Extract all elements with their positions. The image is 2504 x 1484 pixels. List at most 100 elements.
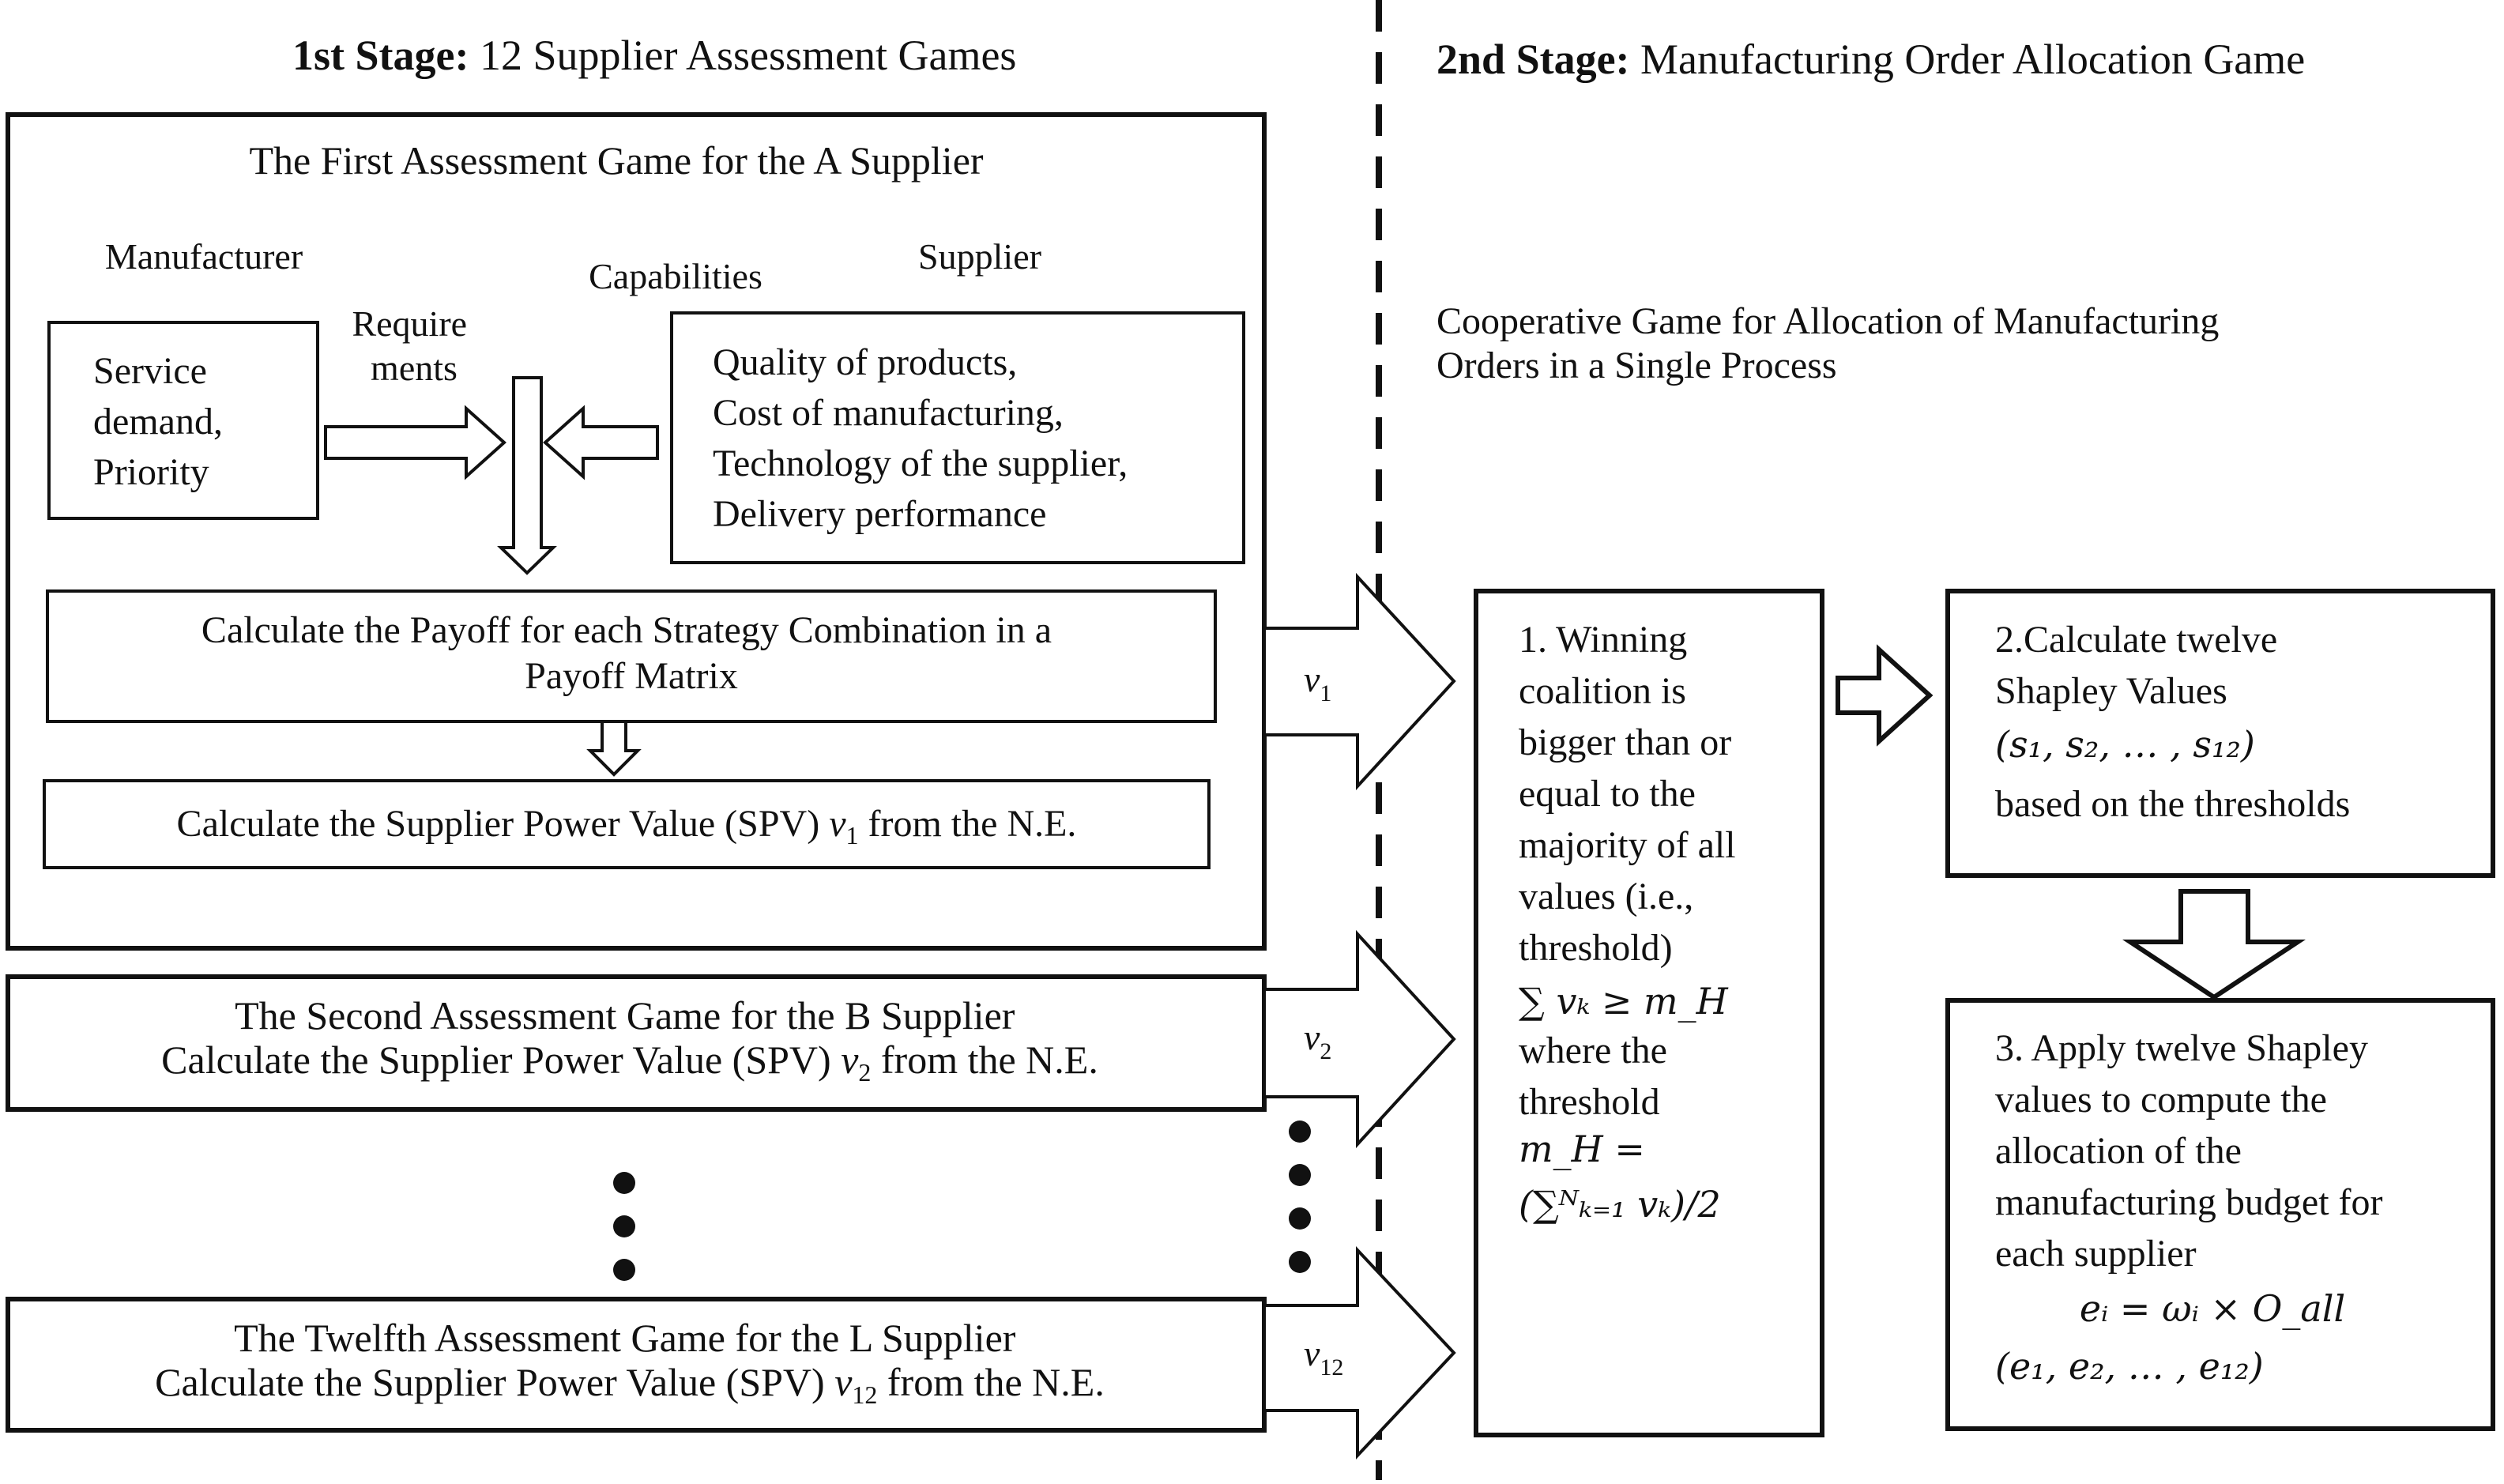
step2-box	[1945, 589, 2495, 878]
payoff-line-2: Payoff Matrix	[525, 655, 738, 697]
supplier-box	[670, 311, 1245, 564]
game2-tail: from the N.E.	[871, 1038, 1098, 1082]
spv-var: v	[829, 803, 846, 845]
stage1-header-rest: 12 Supplier Assessment Games	[469, 32, 1016, 79]
ellipsis-dot-left-2	[613, 1215, 635, 1237]
game12-tail: from the N.E.	[877, 1360, 1104, 1404]
arrow-v2-var: v	[1304, 1017, 1320, 1057]
manufacturer-label: Manufacturer	[105, 236, 303, 277]
game12-line-1: The Twelfth Assessment Game for the L Su…	[234, 1316, 1016, 1360]
payoff-line-1: Calculate the Payoff for each Strategy C…	[201, 609, 1052, 651]
arrow-v12-label: v12	[1304, 1333, 1343, 1380]
game12-sub: 12	[852, 1380, 877, 1409]
manufacturer-box-text: Service demand, Priority	[93, 350, 232, 493]
stage2-description-line-2: Orders in a Single Process	[1437, 345, 1837, 386]
arrow-v2-label: v2	[1304, 1017, 1331, 1064]
down-arrow-main	[497, 376, 557, 575]
game2-var: v	[841, 1038, 859, 1082]
arrow-v1-var: v	[1304, 659, 1320, 699]
ellipsis-dot-right-4	[1289, 1251, 1311, 1273]
capabilities-arrow	[543, 405, 659, 480]
step3-formula-1: eᵢ = ωᵢ × O_all	[2080, 1287, 2345, 1330]
step3-line-4: manufacturing budget for	[1995, 1181, 2383, 1223]
arrow-v1	[1263, 572, 1456, 791]
stage2-description-line-1: Cooperative Game for Allocation of Manuf…	[1437, 300, 2219, 342]
arrow-v12	[1263, 1245, 1456, 1460]
spv-text-main: Calculate the Supplier Power Value (SPV)	[177, 803, 830, 845]
step3-line-5: each supplier	[1995, 1233, 2197, 1275]
step3-box	[1945, 998, 2495, 1431]
step3-text: 3. Apply twelve Shapley values to comput…	[1995, 1027, 2393, 1275]
step1-line-2: coalition is	[1519, 670, 1686, 712]
arrow-v1-label: v1	[1304, 659, 1331, 706]
step3-formula-2: (e₁, e₂, … , e₁₂)	[1995, 1345, 2264, 1388]
arrow-v1-sub: 1	[1320, 680, 1331, 706]
step2-formula: (s₁, s₂, … , s₁₂)	[1995, 723, 2255, 766]
stage2-description: Cooperative Game for Allocation of Manuf…	[1437, 300, 2228, 386]
supplier-line-2: Cost of manufacturing,	[713, 392, 1064, 434]
manufacturer-line-2: demand,	[93, 401, 223, 443]
arrow-v12-var: v	[1304, 1333, 1320, 1373]
supplier-line-3: Technology of the supplier,	[713, 443, 1128, 484]
stage2-header: 2nd Stage: Manufacturing Order Allocatio…	[1437, 36, 2305, 83]
step2-line-2: Shapley Values	[1995, 670, 2227, 712]
step1-formula-1: ∑ vₖ ≥ m_H	[1519, 980, 1729, 1023]
game2-text: The Second Assessment Game for the B Sup…	[161, 993, 1098, 1087]
ellipsis-dot-right-1	[1289, 1121, 1311, 1143]
ellipsis-dot-right-2	[1289, 1164, 1311, 1186]
game12-var: v	[834, 1360, 853, 1404]
step2-tail: based on the thresholds	[1995, 783, 2350, 825]
game1-box	[6, 112, 1267, 951]
spv-tail: from the N.E.	[859, 803, 1077, 845]
step1-formula-2b: (∑ᴺₖ₌₁ vₖ)/2	[1519, 1183, 1721, 1226]
step1-text: 1. Winning coalition is bigger than or e…	[1519, 619, 1745, 969]
step1-formula-2a: m_H =	[1519, 1128, 1645, 1170]
stage2-header-rest: Manufacturing Order Allocation Game	[1630, 36, 2306, 83]
step3-line-3: allocation of the	[1995, 1130, 2242, 1172]
step1-line-4: equal to the	[1519, 773, 1696, 815]
stage1-header-bold: 1st Stage:	[292, 32, 469, 79]
payoff-box	[46, 589, 1217, 723]
step3-line-1: 3. Apply twelve Shapley	[1995, 1027, 2368, 1069]
game1-title: The First Assessment Game for the A Supp…	[249, 138, 983, 183]
arrow-v2-sub: 2	[1320, 1038, 1331, 1064]
game2-sub: 2	[858, 1058, 871, 1087]
game2-line-1: The Second Assessment Game for the B Sup…	[235, 993, 1015, 1038]
step1-text-2: where the threshold	[1519, 1030, 1677, 1123]
supplier-line-1: Quality of products,	[713, 341, 1017, 383]
spv-box	[43, 779, 1211, 869]
arrow-step1-to-step2	[1836, 644, 1934, 747]
supplier-box-text: Quality of products, Cost of manufacturi…	[713, 341, 1137, 535]
step1-line-5: majority of all	[1519, 824, 1736, 866]
step1-box	[1474, 589, 1824, 1437]
ellipsis-dot-left-3	[613, 1259, 635, 1281]
supplier-line-4: Delivery performance	[713, 493, 1046, 535]
arrow-v2	[1263, 929, 1456, 1149]
spv-text: Calculate the Supplier Power Value (SPV)…	[177, 803, 1077, 849]
step1-line-1: 1. Winning	[1519, 619, 1687, 661]
game12-text: The Twelfth Assessment Game for the L Su…	[155, 1316, 1105, 1409]
ellipsis-dot-right-3	[1289, 1207, 1311, 1230]
payoff-box-text: Calculate the Payoff for each Strategy C…	[201, 609, 1061, 697]
requirements-line-1: Require	[352, 303, 467, 344]
game12-line-2: Calculate the Supplier Power Value (SPV)	[155, 1360, 834, 1404]
step2-text: 2.Calculate twelve Shapley Values	[1995, 619, 2287, 712]
down-arrow-small	[586, 720, 642, 777]
stage1-header: 1st Stage: 12 Supplier Assessment Games	[292, 32, 1016, 79]
capabilities-label: Capabilities	[589, 256, 762, 296]
manufacturer-line-1: Service	[93, 350, 207, 392]
game2-line-2: Calculate the Supplier Power Value (SPV)	[161, 1038, 841, 1082]
spv-sub: 1	[846, 821, 859, 849]
ellipsis-dot-left-1	[613, 1172, 635, 1194]
requirements-arrow	[324, 405, 506, 480]
step3-line-2: values to compute the	[1995, 1079, 2327, 1121]
manufacturer-box	[47, 321, 319, 520]
supplier-label: Supplier	[918, 236, 1041, 277]
step1-line-8: where the	[1519, 1030, 1667, 1072]
step1-line-3: bigger than or	[1519, 721, 1731, 763]
step1-line-7: threshold)	[1519, 927, 1673, 969]
step2-line-1: 2.Calculate twelve	[1995, 619, 2277, 661]
requirements-line-2: ments	[371, 348, 457, 388]
stage2-header-bold: 2nd Stage:	[1437, 36, 1630, 83]
